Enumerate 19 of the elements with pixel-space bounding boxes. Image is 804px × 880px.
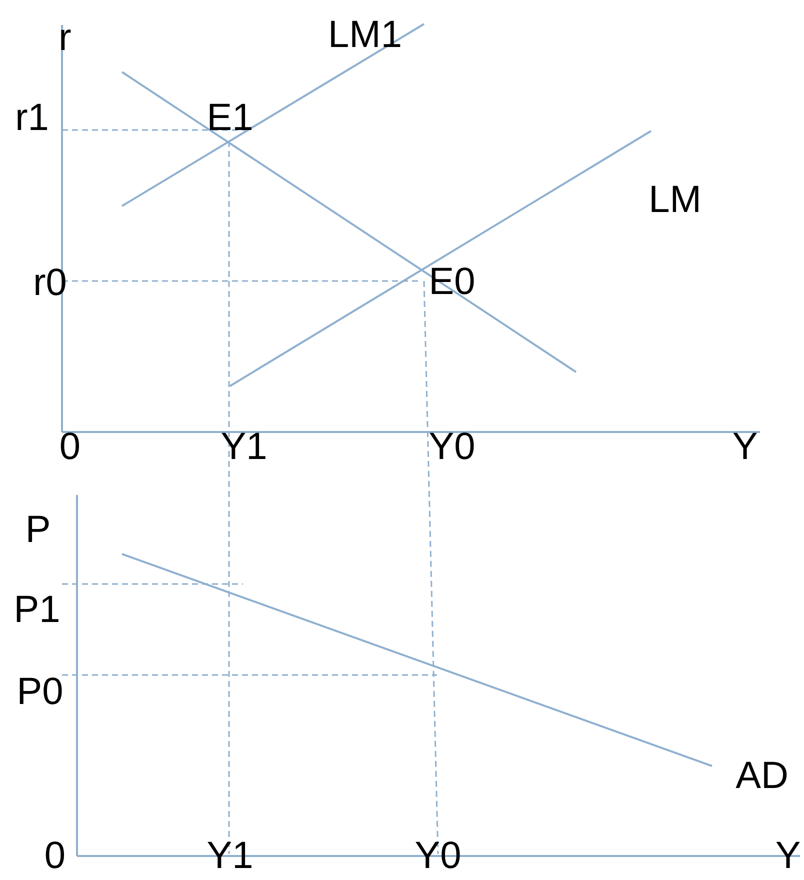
axis-label: r1 [15, 99, 49, 137]
axis-label: Y1 [206, 837, 254, 875]
curve-label: LM1 [328, 16, 402, 54]
axis-label: Y0 [414, 837, 462, 875]
axis-label: Y [732, 428, 758, 466]
axis-label: Y [775, 837, 801, 875]
axis-label: P [25, 511, 51, 549]
axis-label: P1 [14, 591, 60, 629]
point-label: E0 [428, 263, 476, 301]
axis-label: P0 [16, 673, 64, 711]
axis-label: 0 [44, 837, 66, 875]
axis-label: r [58, 19, 72, 57]
curve-label: AD [736, 757, 788, 795]
axis-label: 0 [59, 428, 81, 466]
axis-label: r0 [33, 264, 67, 302]
point-label: E1 [206, 99, 254, 137]
axis-label: Y1 [220, 428, 268, 466]
axis-label: Y0 [428, 428, 476, 466]
curve-label: LM [648, 181, 702, 219]
